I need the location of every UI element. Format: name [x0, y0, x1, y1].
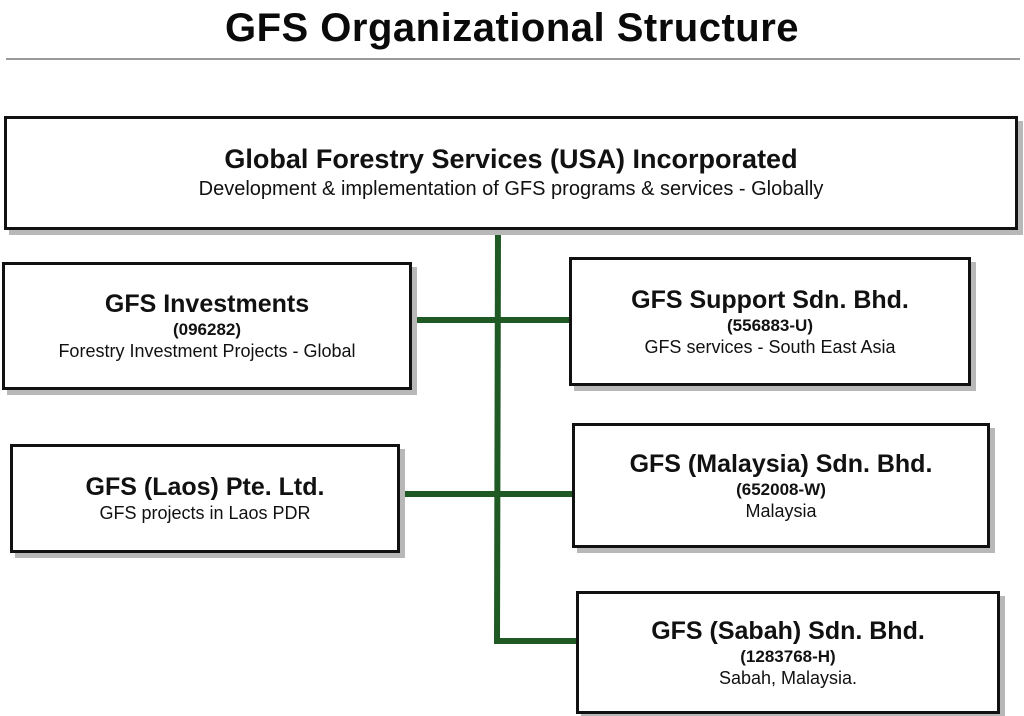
org-node-registration: (652008-W): [736, 479, 826, 499]
title-divider: [6, 58, 1020, 60]
org-node-registration: (1283768-H): [740, 646, 836, 666]
org-node-description: GFS services - South East Asia: [644, 336, 896, 357]
org-node-description: GFS projects in Laos PDR: [99, 503, 311, 523]
org-node-description: Development & implementation of GFS prog…: [198, 178, 824, 200]
org-node-gfs-support: GFS Support Sdn. Bhd. (556883-U) GFS ser…: [569, 257, 971, 386]
org-node-gfs-investments: GFS Investments (096282) Forestry Invest…: [2, 262, 412, 390]
org-node-name: Global Forestry Services (USA) Incorpora…: [224, 144, 798, 174]
org-node-gfs-laos: GFS (Laos) Pte. Ltd. GFS projects in Lao…: [10, 444, 400, 553]
org-node-description: Malaysia: [745, 500, 817, 521]
org-node-gfs-malaysia: GFS (Malaysia) Sdn. Bhd. (652008-W) Mala…: [572, 423, 990, 548]
org-node-gfs-sabah: GFS (Sabah) Sdn. Bhd. (1283768-H) Sabah,…: [576, 591, 1000, 714]
trunk-connector: [493, 229, 576, 644]
page-title: GFS Organizational Structure: [224, 6, 800, 50]
org-node-name: GFS (Laos) Pte. Ltd.: [85, 473, 325, 501]
org-node-registration: (556883-U): [727, 315, 813, 335]
org-node-description: Forestry Investment Projects - Global: [58, 341, 356, 361]
org-node-name: GFS Support Sdn. Bhd.: [631, 285, 909, 314]
org-node-name: GFS (Malaysia) Sdn. Bhd.: [629, 449, 933, 478]
org-node-global-forestry-services: Global Forestry Services (USA) Incorpora…: [4, 116, 1018, 230]
org-node-description: Sabah, Malaysia.: [718, 667, 858, 688]
org-node-name: GFS (Sabah) Sdn. Bhd.: [651, 616, 925, 645]
org-node-registration: (096282): [172, 320, 242, 339]
org-node-name: GFS Investments: [104, 290, 310, 318]
